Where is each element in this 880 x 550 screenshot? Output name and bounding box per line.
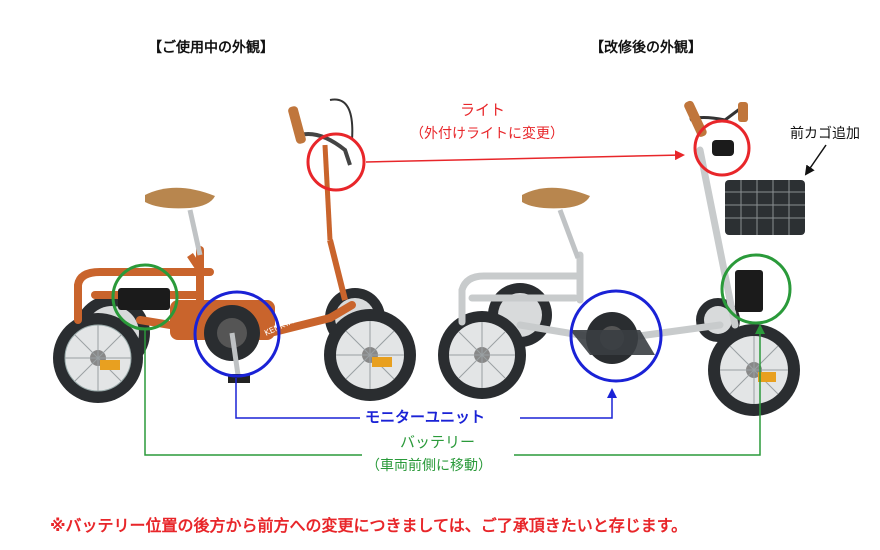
wheel-rear-near-after bbox=[438, 311, 526, 399]
battery-detail-label: （車両前側に移動） bbox=[366, 458, 492, 474]
battery-connector-left bbox=[144, 330, 362, 456]
basket-pointer bbox=[804, 144, 827, 176]
title-after: 【改修後の外観】 bbox=[590, 40, 702, 56]
light-label: ライト bbox=[460, 101, 506, 119]
light-highlight-after bbox=[693, 119, 751, 177]
light-highlight-before bbox=[306, 132, 366, 192]
battery-highlight-before bbox=[111, 263, 179, 331]
battery-highlight-after bbox=[720, 253, 792, 325]
wheel-front-near bbox=[324, 309, 416, 401]
light-detail-label: （外付けライトに変更） bbox=[410, 126, 564, 142]
monitor-connector-left bbox=[235, 378, 360, 419]
monitor-unit-label: モニターユニット bbox=[365, 408, 486, 426]
light-arrow bbox=[365, 150, 685, 163]
basket-label: 前カゴ追加 bbox=[790, 126, 860, 142]
wheel-rear-near bbox=[53, 313, 143, 403]
bike-before: KENKYACA bbox=[53, 98, 416, 403]
battery-label: バッテリー bbox=[400, 433, 476, 451]
footnote: ※バッテリー位置の後方から前方への変更につきましては、ご了承頂きたいと存じます。 bbox=[50, 516, 688, 535]
battery-connector-right bbox=[514, 324, 765, 456]
front-basket bbox=[725, 180, 805, 235]
wheel-front-near-after bbox=[708, 324, 800, 416]
title-before: 【ご使用中の外観】 bbox=[148, 40, 274, 56]
bike-after bbox=[438, 100, 805, 416]
monitor-highlight-after bbox=[569, 289, 663, 383]
monitor-connector-right bbox=[520, 388, 617, 419]
monitor-highlight-before bbox=[193, 290, 281, 378]
